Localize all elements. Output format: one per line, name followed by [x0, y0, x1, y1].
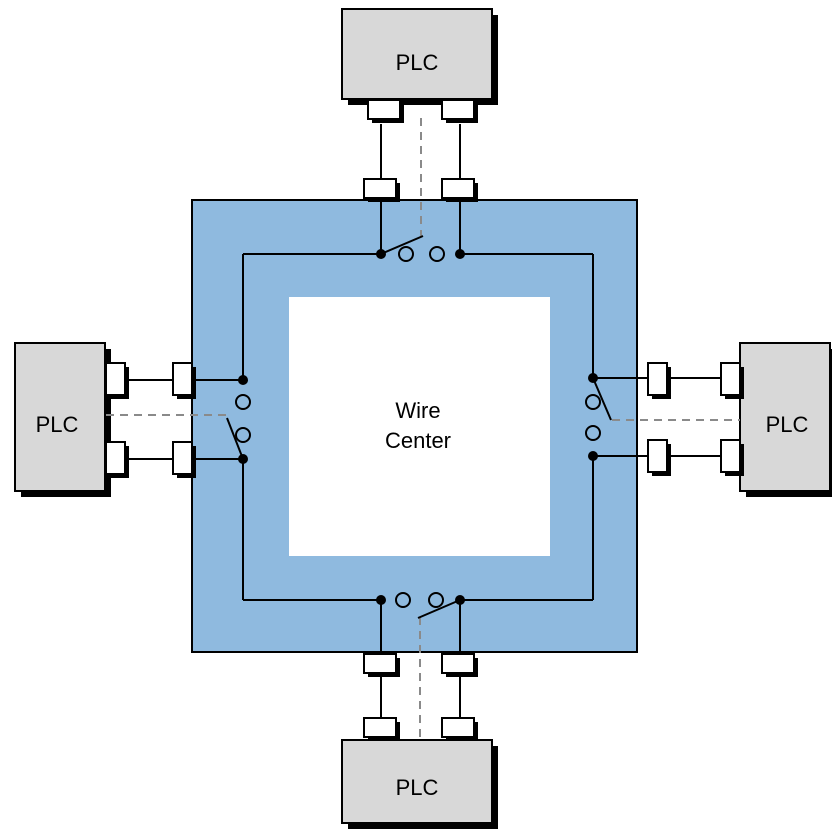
left-switch-terminal-top — [235, 394, 251, 410]
left-plc-box[interactable] — [14, 342, 106, 492]
right-plc-connector-top — [720, 362, 741, 396]
bottom-ring-connector-left — [363, 653, 397, 674]
right-plc-connector-bottom — [720, 439, 741, 473]
left-plc-connector-top — [105, 362, 126, 396]
right-ring-connector-top — [647, 362, 668, 396]
left-ring-connector-top — [172, 362, 193, 396]
bottom-switch-terminal-left — [395, 592, 411, 608]
left-switch-blade[interactable] — [226, 417, 244, 460]
bottom-switch-blade[interactable] — [417, 599, 461, 619]
top-ring-connector-right — [441, 178, 475, 199]
right-plc-box[interactable] — [739, 342, 831, 492]
center-label-line1: Wire — [395, 398, 440, 423]
top-switch-terminal-right — [429, 246, 445, 262]
top-switch-blade[interactable] — [380, 235, 424, 255]
wire-center-label: Wire Center — [385, 398, 451, 453]
right-switch-terminal-bottom — [585, 425, 601, 441]
top-ring-connector-left — [363, 178, 397, 199]
top-switch-terminal-left — [398, 246, 414, 262]
bottom-plc-connector-left — [363, 717, 397, 738]
left-switch-terminal-bottom — [235, 427, 251, 443]
right-switch-contact-bottom — [588, 451, 598, 461]
right-ring-connector-bottom — [647, 439, 668, 473]
bottom-plc-group: PLC — [341, 592, 498, 829]
left-switch-contact-top — [238, 375, 248, 385]
right-switch-terminal-top — [585, 394, 601, 410]
top-switch-contact-right — [455, 249, 465, 259]
top-plc-label: PLC — [396, 50, 439, 75]
top-plc-group: PLC — [341, 8, 498, 262]
right-plc-label: PLC — [766, 412, 809, 437]
top-plc-connector-right — [441, 99, 475, 120]
right-switch-blade[interactable] — [592, 377, 612, 421]
wire-center-ring — [191, 199, 638, 653]
top-plc-connector-left-face — [367, 99, 401, 120]
bottom-plc-connector-right — [441, 717, 475, 738]
bottom-switch-terminal-right — [428, 592, 444, 608]
right-plc-group: PLC — [585, 342, 832, 497]
left-plc-group: PLC — [14, 342, 251, 497]
left-ring-connector-bottom — [172, 441, 193, 475]
ring-inner-area — [289, 297, 550, 556]
bottom-switch-contact-left — [376, 595, 386, 605]
bottom-plc-label: PLC — [396, 775, 439, 800]
top-plc-box[interactable] — [341, 8, 493, 100]
bottom-ring-connector-right — [441, 653, 475, 674]
bottom-plc-box[interactable] — [341, 739, 493, 824]
left-plc-label: PLC — [36, 412, 79, 437]
internal-wiring — [242, 253, 594, 601]
center-label-line2: Center — [385, 428, 451, 453]
left-plc-connector-bottom — [105, 441, 126, 475]
